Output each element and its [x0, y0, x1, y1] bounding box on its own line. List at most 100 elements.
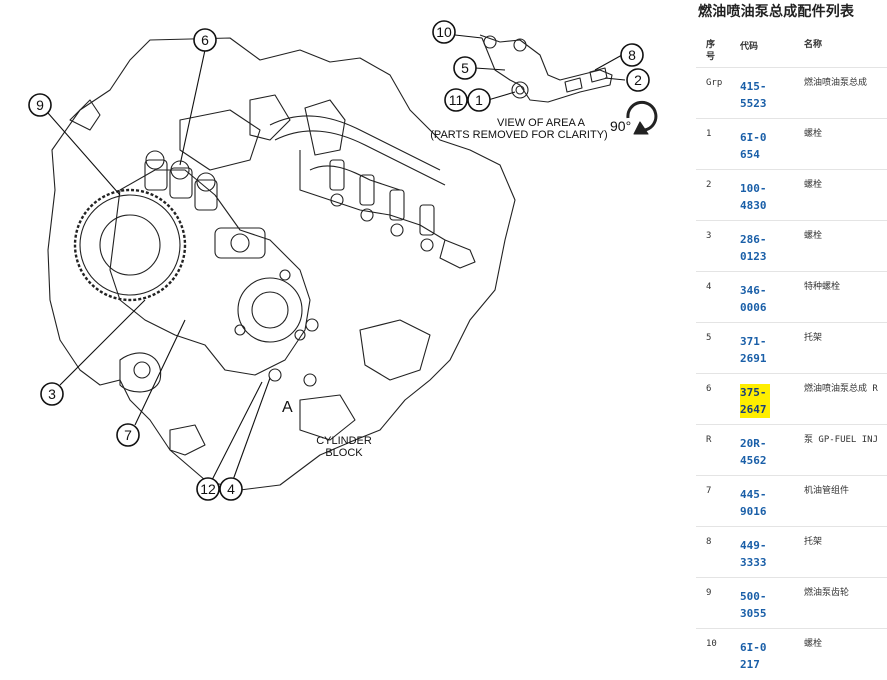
svg-text:4: 4	[227, 481, 235, 497]
part-number-cell: 3	[696, 220, 740, 272]
svg-text:1: 1	[475, 92, 483, 108]
part-name: 机油管组件	[804, 486, 850, 496]
part-number-cell: 9	[696, 577, 740, 629]
part-name: 特种螺栓	[804, 282, 841, 292]
part-name-cell: 燃油喷油泵总成	[804, 67, 887, 119]
part-number-cell: R	[696, 424, 740, 476]
part-number-cell: 1	[696, 118, 740, 170]
callout-1: 1	[467, 88, 491, 112]
parts-list-title: 燃油喷油泵总成配件列表	[698, 4, 855, 20]
part-number-cell: Grp	[696, 67, 740, 119]
part-name-cell: 螺栓	[804, 628, 887, 680]
callout-3: 3	[40, 382, 64, 406]
engine-line-drawing: 6 9 3 7 12 4 10 5 11 1 8 2 VIEW OF AREA …	[28, 20, 658, 501]
part-name: 螺栓	[804, 639, 823, 649]
svg-text:5: 5	[461, 60, 469, 76]
part-code-link[interactable]: 445-9016	[740, 488, 767, 518]
part-code-cell: 415-5523	[740, 67, 804, 119]
part-name: 燃油喷油泵总成	[804, 78, 868, 88]
part-code-link[interactable]: 6I-0654	[740, 131, 767, 161]
part-number-cell: 8	[696, 526, 740, 578]
svg-text:2: 2	[634, 72, 642, 88]
view-label-line1: VIEW OF AREA A	[497, 117, 586, 129]
cylinder-block-label-line1: CYLINDER	[316, 435, 372, 447]
callout-5: 5	[453, 56, 477, 80]
part-code-link[interactable]: 6I-0217	[740, 641, 767, 671]
part-code-link[interactable]: 500-3055	[740, 590, 767, 620]
part-code-cell: 449-3333	[740, 526, 804, 578]
svg-text:6: 6	[201, 32, 209, 48]
part-code-link[interactable]: 20R-4562	[740, 437, 767, 467]
part-code-link[interactable]: 346-0006	[740, 284, 767, 314]
part-name-cell: 托架	[804, 526, 887, 578]
callout-11: 11	[444, 88, 468, 112]
svg-text:8: 8	[628, 47, 636, 63]
svg-text:3: 3	[48, 386, 56, 402]
part-code-link[interactable]: 371-2691	[740, 335, 767, 365]
part-name: 托架	[804, 333, 823, 343]
part-name-cell: 螺栓	[804, 118, 887, 170]
part-name-cell: 燃油泵齿轮	[804, 577, 887, 629]
part-code-link[interactable]: 375-2647	[740, 384, 770, 418]
callout-10: 10	[432, 20, 456, 44]
part-name-cell: 泵 GP-FUEL INJ	[804, 424, 887, 476]
part-name: 螺栓	[804, 231, 823, 241]
part-code-link[interactable]: 449-3333	[740, 539, 767, 569]
part-number-cell: 2	[696, 169, 740, 221]
part-number-cell: 5	[696, 322, 740, 374]
part-name-cell: 托架	[804, 322, 887, 374]
header-name: 名称	[804, 40, 823, 50]
part-code-cell: 500-3055	[740, 577, 804, 629]
part-name: 螺栓	[804, 180, 823, 190]
callout-2: 2	[626, 68, 650, 92]
parts-table-header: 序号 代码 名称	[696, 25, 887, 68]
part-number-cell: 6	[696, 373, 740, 425]
svg-text:9: 9	[36, 97, 44, 113]
part-name: 托架	[804, 537, 823, 547]
part-code-cell: 375-2647	[740, 373, 804, 425]
svg-text:7: 7	[124, 427, 132, 443]
view-label-line2: (PARTS REMOVED FOR CLARITY)	[430, 129, 607, 141]
part-code-cell: 445-9016	[740, 475, 804, 527]
part-code-cell: 100-4830	[740, 169, 804, 221]
part-name-cell: 螺栓	[804, 169, 887, 221]
part-code-cell: 6I-0654	[740, 118, 804, 170]
callout-9: 9	[28, 93, 52, 117]
callout-4: 4	[219, 477, 243, 501]
svg-text:11: 11	[449, 92, 464, 108]
part-number-cell: 4	[696, 271, 740, 323]
cylinder-block-label-line2: BLOCK	[325, 447, 363, 459]
part-code-link[interactable]: 100-4830	[740, 182, 767, 212]
part-name: 燃油泵齿轮	[804, 588, 850, 598]
part-code-cell: 6I-0217	[740, 628, 804, 680]
part-name-cell: 特种螺栓	[804, 271, 887, 323]
part-name: 燃油喷油泵总成 R	[804, 384, 878, 394]
callout-8: 8	[620, 43, 644, 67]
svg-text:12: 12	[200, 481, 216, 497]
part-name-cell: 机油管组件	[804, 475, 887, 527]
exploded-diagram: 6 9 3 7 12 4 10 5 11 1 8 2 VIEW OF AREA …	[28, 20, 658, 501]
svg-text:10: 10	[436, 24, 452, 40]
rotation-label: 90°	[610, 118, 631, 134]
callout-6: 6	[193, 28, 217, 52]
part-code-link[interactable]: 415-5523	[740, 80, 767, 110]
part-name-cell: 燃油喷油泵总成 R	[804, 373, 887, 425]
part-number-cell: 7	[696, 475, 740, 527]
part-code-link[interactable]: 286-0123	[740, 233, 767, 263]
part-name: 螺栓	[804, 129, 823, 139]
part-name-cell: 螺栓	[804, 220, 887, 272]
